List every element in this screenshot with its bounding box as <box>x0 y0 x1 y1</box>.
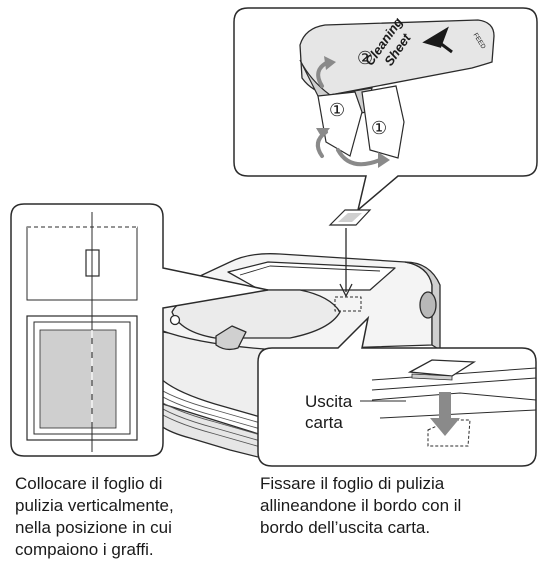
caption-right-line: allineandone il bordo con il <box>260 496 462 515</box>
exit-callout-frame <box>257 315 537 467</box>
step-two-marker: ② <box>357 48 373 69</box>
print-scratch-area <box>39 329 117 429</box>
placement-detail-callout <box>10 203 269 457</box>
exit-label-line1: Uscita <box>305 392 353 411</box>
placement-indicator <box>328 209 372 298</box>
caption-left-line: compaiono i graffi. <box>15 540 154 559</box>
exit-down-arrow-icon <box>430 392 460 436</box>
printer-lid-latch <box>215 325 247 351</box>
caption-right: Fissare il foglio di pulizia allineandon… <box>260 473 461 539</box>
printer-tray-opening <box>227 261 396 291</box>
caption-right-line: Fissare il foglio di pulizia <box>260 474 445 493</box>
caption-right-line: bordo dell’uscita carta. <box>260 518 431 537</box>
exit-label-line2: carta <box>305 413 343 432</box>
peel-arrowhead-icons <box>316 56 390 168</box>
down-arrow-icon <box>339 228 353 298</box>
printer-power-button <box>169 314 181 326</box>
release-liner-right <box>361 85 405 159</box>
peel-detail-callout: Cleaning Sheet FEED ② ① ① <box>233 7 538 213</box>
caption-left-line: nella posizione in cui <box>15 518 172 537</box>
caption-left-line: Collocare il foglio di <box>15 474 163 493</box>
printer-side-knob <box>419 291 437 319</box>
printer-target-zone <box>334 296 362 312</box>
caption-left: Collocare il foglio di pulizia verticalm… <box>15 473 174 561</box>
exit-detail-callout: Uscita carta <box>257 315 537 467</box>
step-one-marker-a: ① <box>329 100 345 121</box>
caption-left-line: pulizia verticalmente, <box>15 496 174 515</box>
step-one-marker-b: ① <box>371 118 387 139</box>
exit-sheet-icon <box>407 359 477 377</box>
feed-direction-icon <box>422 26 453 54</box>
